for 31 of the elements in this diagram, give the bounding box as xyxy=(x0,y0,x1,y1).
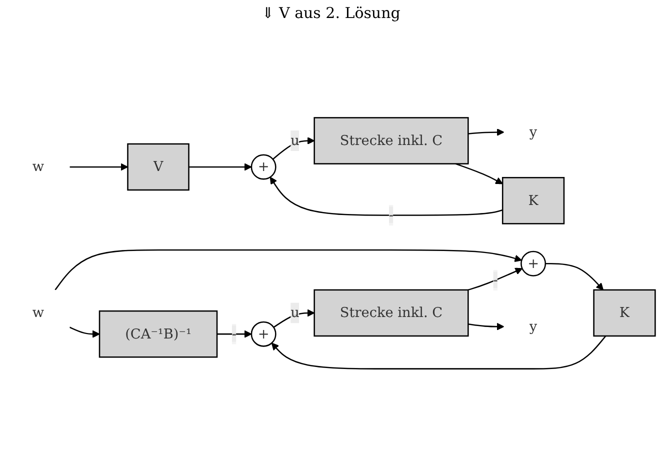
node-circle: + xyxy=(250,154,276,180)
node-box: Strecke inkl. C xyxy=(314,117,469,164)
node-text: w xyxy=(32,304,44,321)
node-text: w xyxy=(32,158,44,175)
node-circle: + xyxy=(520,250,546,276)
node-box: V xyxy=(127,143,190,191)
edge-label: - xyxy=(493,272,498,288)
arrow xyxy=(545,262,604,290)
arrow xyxy=(468,128,504,136)
arrow xyxy=(468,322,504,330)
node-box: K xyxy=(593,289,656,337)
arrow xyxy=(217,330,252,338)
arrow xyxy=(69,326,100,338)
arrow xyxy=(468,268,523,291)
arrow xyxy=(270,176,503,216)
edge-label: - xyxy=(388,206,394,223)
node-text: y xyxy=(529,318,538,334)
arrow xyxy=(455,163,503,184)
edge-label: - xyxy=(232,326,237,342)
node-text: y xyxy=(529,124,538,140)
arrow xyxy=(188,163,252,171)
node-circle: + xyxy=(250,321,276,347)
annotation-text: ⇓ V aus 2. Lösung xyxy=(262,4,400,22)
edge-label: u xyxy=(290,304,300,321)
edge-label: u xyxy=(290,132,300,148)
arrow xyxy=(70,163,128,171)
node-box: (CA⁻¹B)⁻¹ xyxy=(98,310,218,358)
arrow xyxy=(54,249,522,290)
arrow xyxy=(271,336,606,370)
node-box: K xyxy=(502,176,565,224)
node-box: Strecke inkl. C xyxy=(314,289,469,337)
